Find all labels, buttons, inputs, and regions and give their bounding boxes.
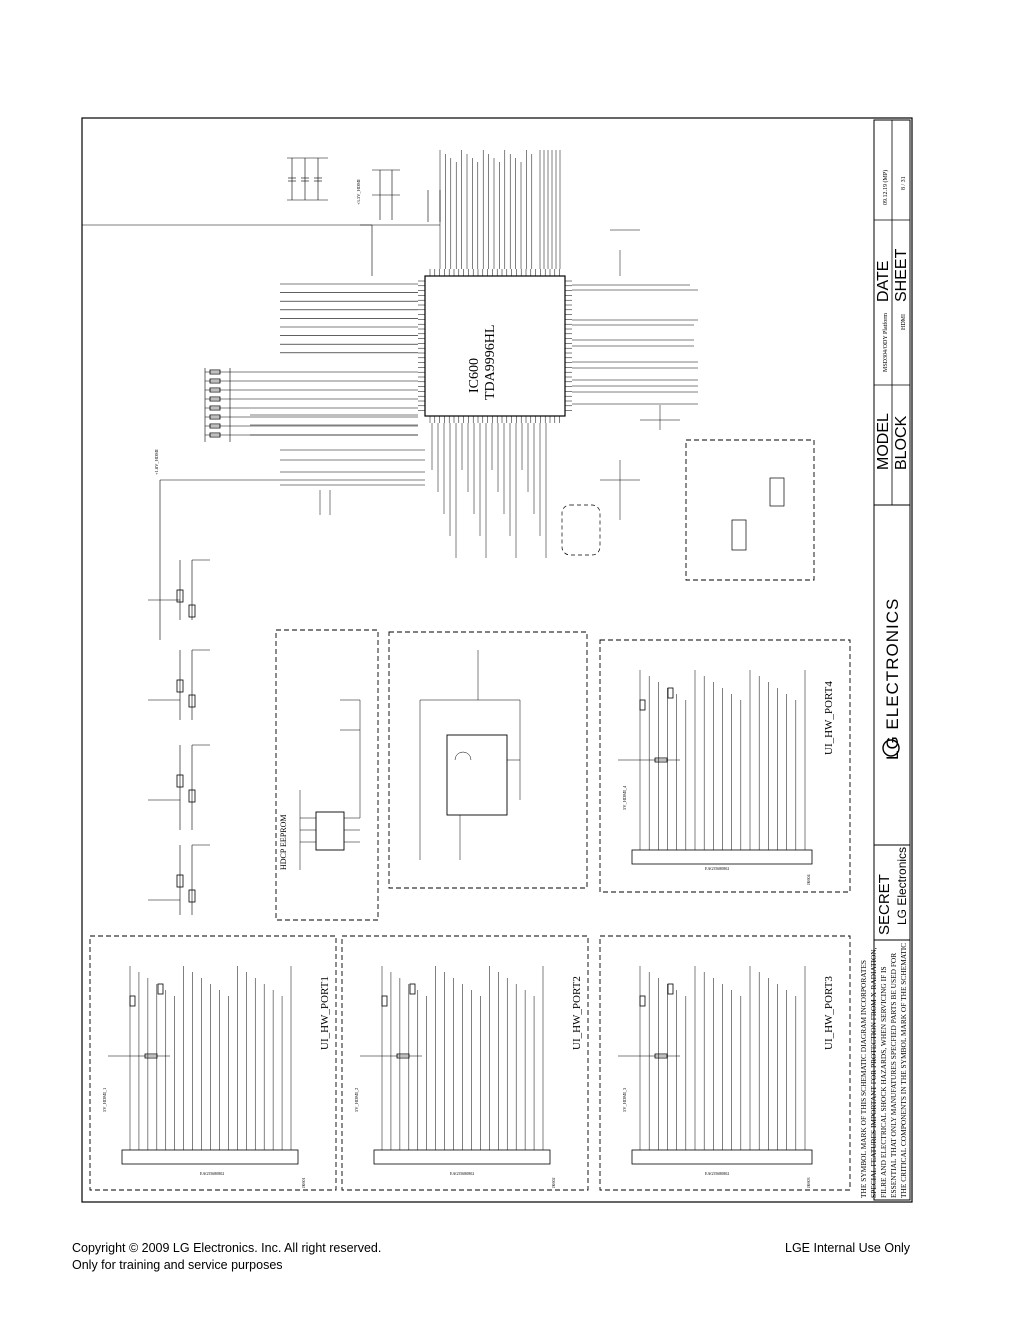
- ic600-receiver: IC600 TDA9996HL: [418, 269, 572, 423]
- esd-block: [561, 439, 815, 581]
- connector-part-labels: EAG55680802 EAG55680802 EAG55680802 EAG5…: [200, 866, 729, 1176]
- brand-name: LG Electronics: [895, 847, 909, 925]
- port-label-2: UI_HW_PORT2: [571, 976, 583, 1050]
- svg-text:EAG55680802: EAG55680802: [705, 1171, 729, 1176]
- svg-text:EAG55680802: EAG55680802: [705, 866, 729, 871]
- port-labels: UI_HW_PORT1 UI_HW_PORT2 UI_HW_PORT3 UI_H…: [319, 681, 835, 1050]
- ic-pins: [418, 269, 572, 423]
- internal-use-text: LGE Internal Use Only: [785, 1241, 911, 1255]
- svg-text:JK601: JK601: [301, 1178, 306, 1188]
- block-label: BLOCK: [893, 415, 910, 470]
- hotplug-labels: 5V_HDMI_1 5V_HDMI_2 5V_HDMI_3 5V_HDMI_4: [102, 785, 627, 1112]
- top-bus: [439, 150, 561, 269]
- sheet-label: SHEET: [893, 248, 910, 302]
- training-text: Only for training and service purposes: [72, 1258, 283, 1272]
- svg-text:JK602: JK602: [551, 1178, 556, 1188]
- lg-logo-icon: [882, 739, 900, 757]
- cec-switch-block: [388, 631, 588, 889]
- date-label: DATE: [875, 261, 892, 302]
- block-value: HDMI: [901, 314, 907, 330]
- safety-notice: THE SYMBOL MARK OF THIS SCHEMATIC DIAGRA…: [859, 943, 908, 1198]
- ddc-networks: [148, 559, 210, 915]
- svg-text:5V_HDMI_4: 5V_HDMI_4: [622, 785, 627, 810]
- svg-text:FILRE AND ELECTRICAL SHOCK HAZ: FILRE AND ELECTRICAL SHOCK HAZARDS, WHEN…: [879, 966, 888, 1198]
- svg-text:5V_HDMI_3: 5V_HDMI_3: [622, 1087, 627, 1112]
- brand-mark: LG ELECTRONICS: [883, 598, 902, 760]
- supply-net-18: +1.8V_HDMI: [154, 449, 159, 475]
- copyright-text: Copyright © 2009 LG Electronics. Inc. Al…: [72, 1241, 382, 1255]
- drawing-border: [81, 117, 913, 1203]
- title-block: MODEL BLOCK MSD304/ODY Platform HDMI DAT…: [859, 119, 911, 1201]
- model-value: MSD304/ODY Platform: [882, 313, 889, 372]
- svg-text:JK604: JK604: [806, 875, 811, 885]
- supply-net-33: +3.3V_HDMI: [356, 179, 361, 205]
- svg-text:EAG55680802: EAG55680802: [200, 1171, 224, 1176]
- left-rc-network: [204, 283, 418, 442]
- ic-ref: IC600: [467, 358, 482, 393]
- port-label-1: UI_HW_PORT1: [319, 976, 331, 1050]
- svg-text:JK603: JK603: [806, 1178, 811, 1188]
- bottom-bus: [280, 423, 640, 558]
- supply-rails: [82, 224, 425, 640]
- hdcp-eeprom-block: HDCP EEPROM: [275, 629, 379, 921]
- hdmi-ports: [89, 639, 851, 1191]
- ic-part: TDA9996HL: [483, 325, 498, 400]
- svg-text:EAG55680802: EAG55680802: [450, 1171, 474, 1176]
- secret-label: SECRET: [876, 874, 893, 935]
- svg-text:ESSENTIAL THAT ONLY MANUFATURE: ESSENTIAL THAT ONLY MANUFATURES SPECFIED…: [889, 953, 898, 1198]
- sheet-value: 8 / 31: [901, 176, 907, 190]
- port-label-4: UI_HW_PORT4: [823, 681, 835, 755]
- date-value: 09.12.19 (MP): [882, 170, 889, 205]
- model-label: MODEL: [875, 413, 892, 470]
- footer-left: Copyright © 2009 LG Electronics. Inc. Al…: [72, 1240, 381, 1274]
- port-label-3: UI_HW_PORT3: [823, 976, 835, 1050]
- right-bus: [572, 229, 698, 430]
- svg-text:5V_HDMI_2: 5V_HDMI_2: [354, 1088, 359, 1112]
- decoupling-top: [287, 157, 441, 226]
- svg-text:THE CRITICAL COMPONENTS IN THE: THE CRITICAL COMPONENTS IN THE SYMBOL MA…: [899, 943, 908, 1198]
- svg-text:SPECIAL FEATURES IMPORTANT FOR: SPECIAL FEATURES IMPORTANT FOR PROTECTIO…: [869, 947, 878, 1198]
- connector-ref-labels: JK601 JK602 JK603 JK604: [301, 875, 811, 1188]
- footer-right: LGE Internal Use Only: [785, 1240, 910, 1257]
- hdcp-label: HDCP EEPROM: [279, 815, 288, 871]
- svg-text:THE SYMBOL MARK OF THIS SCHEM: THE SYMBOL MARK OF THIS SCHEMATIC DIAGRA…: [859, 960, 868, 1198]
- svg-text:5V_HDMI_1: 5V_HDMI_1: [102, 1088, 107, 1112]
